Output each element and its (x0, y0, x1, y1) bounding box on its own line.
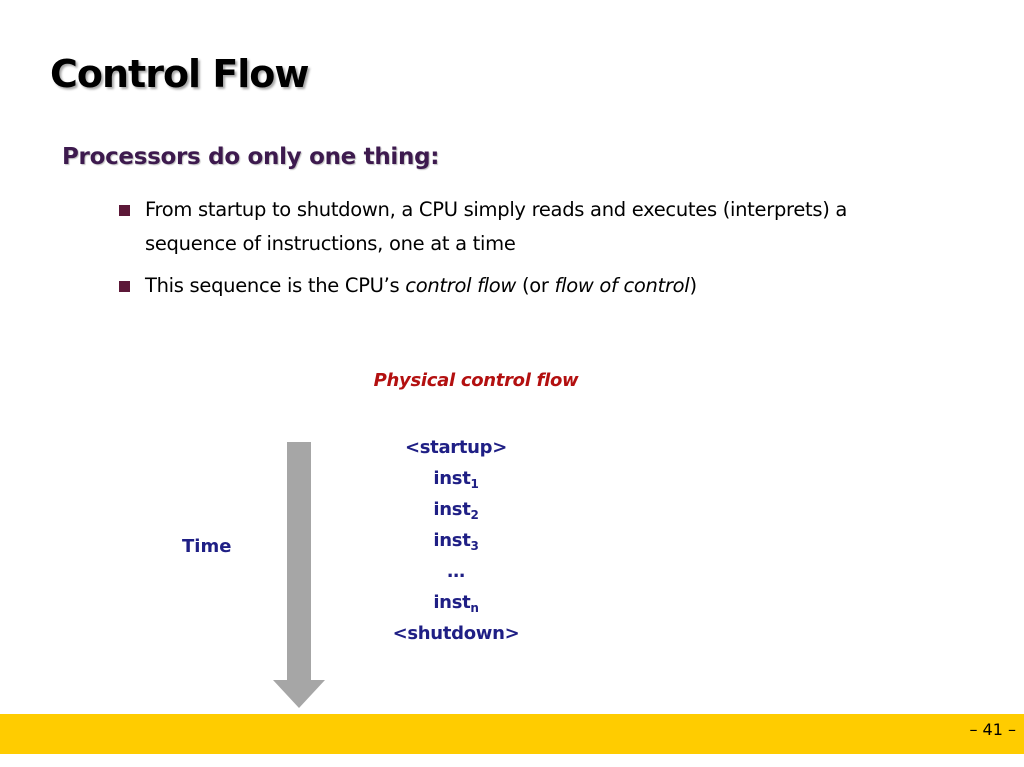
instruction-base: inst (433, 530, 471, 551)
startup-label: <startup> (404, 437, 508, 458)
square-bullet-icon (119, 205, 130, 216)
diagram-title: Physical control flow (373, 370, 579, 391)
bullet-text-after: ) (689, 274, 697, 297)
instruction-base: inst (433, 468, 471, 489)
instruction-item: inst2 (356, 494, 556, 525)
down-arrow-icon (273, 442, 325, 708)
instruction-item: inst3 (356, 525, 556, 556)
time-label: Time (182, 536, 232, 557)
instruction-subscript: 2 (470, 508, 479, 522)
emphasis-control-flow: control flow (405, 274, 517, 297)
square-bullet-icon (119, 281, 130, 292)
down-arrow-shape (273, 442, 325, 708)
bullet-item: From startup to shutdown, a CPU simply r… (116, 193, 876, 261)
bullet-text-middle: (or (516, 274, 555, 297)
instruction-subscript: n (470, 601, 479, 615)
slide-subtitle: Processors do only one thing: (62, 144, 440, 170)
ellipsis: … (447, 561, 465, 582)
instruction-subscript: 1 (470, 477, 479, 491)
bullet-list: From startup to shutdown, a CPU simply r… (116, 193, 876, 311)
page-number: – 41 – (969, 720, 1016, 739)
slide-title: Control Flow (50, 52, 310, 96)
bullet-item: This sequence is the CPU’s control flow … (116, 269, 876, 303)
instruction-subscript: 3 (470, 539, 479, 553)
instruction-item-last: instn (356, 587, 556, 618)
bullet-text-before: This sequence is the CPU’s (145, 274, 406, 297)
instruction-item: inst1 (356, 463, 556, 494)
instruction-base: inst (433, 499, 471, 520)
instruction-list: <startup> inst1 inst2 inst3 … instn <shu… (356, 432, 556, 649)
instruction-base: inst (433, 592, 471, 613)
shutdown-label: <shutdown> (392, 623, 520, 644)
emphasis-flow-of-control: flow of control (554, 274, 690, 297)
bullet-text: From startup to shutdown, a CPU simply r… (145, 198, 848, 255)
footer-bar: – 41 – (0, 714, 1024, 754)
